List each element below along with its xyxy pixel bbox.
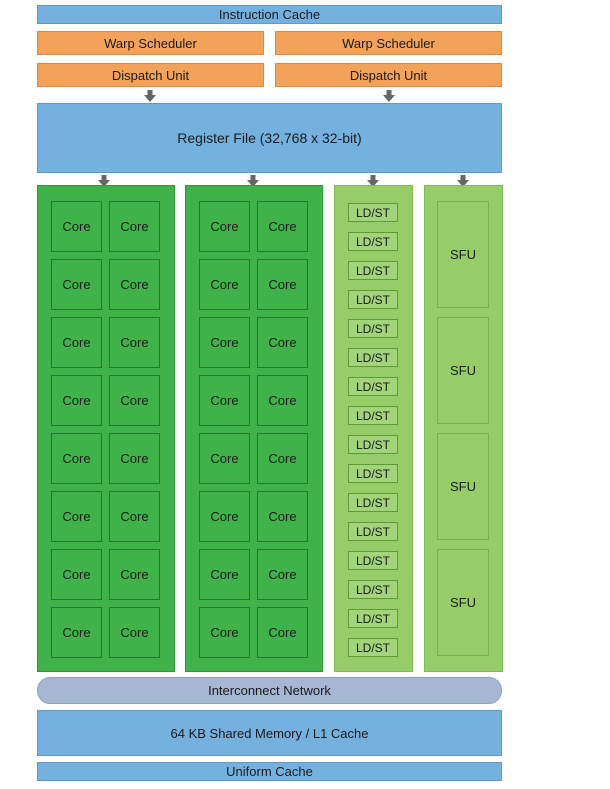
register-file: Register File (32,768 x 32-bit): [37, 103, 502, 173]
arrow-down-icon: [383, 90, 395, 102]
arrow-down-icon: [98, 175, 110, 187]
core-unit: Core: [51, 201, 102, 252]
uniform-cache: Uniform Cache: [37, 762, 502, 781]
core-unit: Core: [199, 549, 250, 600]
ldst-unit: LD/ST: [348, 580, 398, 599]
core-unit: Core: [51, 375, 102, 426]
core-unit: Core: [199, 607, 250, 658]
core-unit: Core: [109, 317, 160, 368]
ldst-unit: LD/ST: [348, 319, 398, 338]
sfu-unit: SFU: [437, 201, 489, 308]
core-unit: Core: [257, 201, 308, 252]
ldst-unit: LD/ST: [348, 435, 398, 454]
sfu-unit: SFU: [437, 317, 489, 424]
ldst-unit: LD/ST: [348, 348, 398, 367]
sfu-block: SFU SFU SFU SFU: [424, 185, 503, 672]
core-unit: Core: [257, 433, 308, 484]
core-unit: Core: [199, 259, 250, 310]
arrow-down-icon: [367, 175, 379, 187]
core-unit: Core: [109, 607, 160, 658]
warp-scheduler-left: Warp Scheduler: [37, 31, 264, 55]
ldst-block: LD/ST LD/ST LD/ST LD/ST LD/ST LD/ST LD/ST LD/ST…: [334, 185, 413, 672]
core-unit: Core: [51, 491, 102, 542]
ldst-unit: LD/ST: [348, 522, 398, 541]
core-unit: Core: [109, 433, 160, 484]
core-unit: Core: [257, 491, 308, 542]
core-unit: Core: [51, 259, 102, 310]
sfu-unit: SFU: [437, 549, 489, 656]
arrow-down-icon: [144, 90, 156, 102]
core-unit: Core: [109, 549, 160, 600]
ldst-unit: LD/ST: [348, 232, 398, 251]
core-unit: Core: [51, 317, 102, 368]
sfu-unit: SFU: [437, 433, 489, 540]
ldst-unit: LD/ST: [348, 638, 398, 657]
ldst-unit: LD/ST: [348, 261, 398, 280]
ldst-unit: LD/ST: [348, 406, 398, 425]
core-unit: Core: [51, 433, 102, 484]
core-unit: Core: [199, 317, 250, 368]
core-unit: Core: [109, 491, 160, 542]
core-unit: Core: [109, 201, 160, 252]
dispatch-unit-right: Dispatch Unit: [275, 63, 502, 87]
core-unit: Core: [199, 433, 250, 484]
ldst-unit: LD/ST: [348, 203, 398, 222]
warp-scheduler-right: Warp Scheduler: [275, 31, 502, 55]
core-unit: Core: [199, 491, 250, 542]
core-unit: Core: [51, 549, 102, 600]
core-unit: Core: [199, 375, 250, 426]
ldst-unit: LD/ST: [348, 464, 398, 483]
arrow-down-icon: [457, 175, 469, 187]
core-unit: Core: [257, 259, 308, 310]
dispatch-unit-left: Dispatch Unit: [37, 63, 264, 87]
ldst-unit: LD/ST: [348, 290, 398, 309]
shared-memory-l1-cache: 64 KB Shared Memory / L1 Cache: [37, 710, 502, 756]
core-unit: Core: [199, 201, 250, 252]
core-unit: Core: [257, 607, 308, 658]
instruction-cache: Instruction Cache: [37, 5, 502, 24]
interconnect-network: Interconnect Network: [37, 677, 502, 704]
core-unit: Core: [257, 549, 308, 600]
core-unit: Core: [51, 607, 102, 658]
ldst-unit: LD/ST: [348, 551, 398, 570]
ldst-unit: LD/ST: [348, 493, 398, 512]
ldst-unit: LD/ST: [348, 609, 398, 628]
core-unit: Core: [109, 375, 160, 426]
core-unit: Core: [257, 317, 308, 368]
core-unit: Core: [257, 375, 308, 426]
core-unit: Core: [109, 259, 160, 310]
ldst-unit: LD/ST: [348, 377, 398, 396]
arrow-down-icon: [247, 175, 259, 187]
